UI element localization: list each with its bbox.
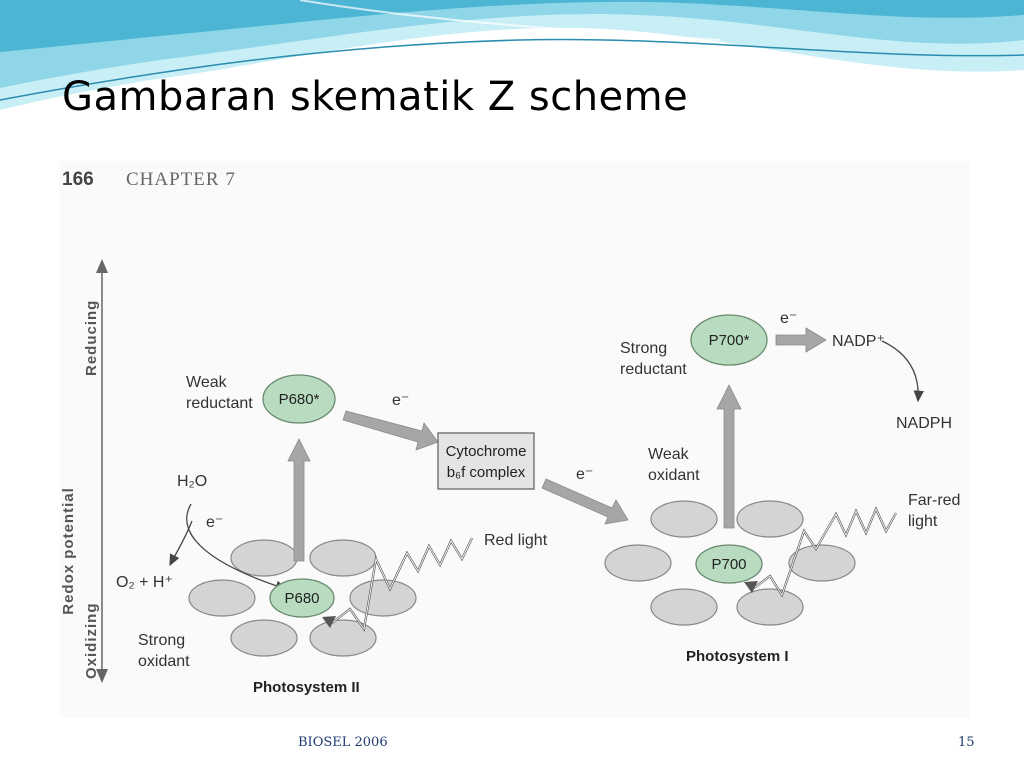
- p680-label: P680: [284, 590, 319, 607]
- p680-node: P680: [269, 578, 335, 618]
- photosystem-i-label: Photosystem I: [686, 648, 789, 665]
- nadp-reduction-arrow: [881, 340, 924, 403]
- weak-oxidant-label-line2: oxidant: [648, 467, 700, 484]
- electron-label-ps2: e⁻: [392, 392, 409, 409]
- ps1-excitation-arrow: [716, 384, 742, 529]
- nadp-label: NADP⁺: [832, 333, 885, 350]
- z-scheme-figure: 166 CHAPTER 7 Reducing Redox potential O…: [60, 161, 970, 718]
- oxygen-label: O₂ + H⁺: [116, 574, 173, 591]
- water-oxidation-arrow: [186, 503, 288, 591]
- cytochrome-label-line2: b₆f complex: [447, 464, 526, 481]
- photosystem-i-discs: [604, 500, 856, 626]
- strong-oxidant-label-line2: oxidant: [138, 653, 190, 670]
- p680-star-label: P680*: [279, 391, 320, 408]
- chapter-number: 166: [62, 169, 94, 190]
- cytochrome-to-p700-arrow: [541, 478, 629, 525]
- nadph-label: NADPH: [896, 415, 952, 432]
- strong-oxidant-label-line1: Strong: [138, 632, 185, 649]
- axis-top-label: Reducing: [83, 300, 100, 376]
- header-wave-decoration: [0, 0, 1024, 110]
- photosystem-ii-discs: [188, 539, 417, 657]
- o2-release-arrow: [169, 520, 193, 567]
- slide-title: Gambaran skematik Z scheme: [62, 74, 689, 120]
- photosystem-ii-label: Photosystem II: [253, 679, 360, 696]
- far-red-light-zigzag-highlight: [753, 507, 897, 597]
- cytochrome-box: Cytochrome b₆f complex: [437, 432, 535, 490]
- redox-axis: Reducing Redox potential Oxidizing: [60, 259, 108, 683]
- page-number: 15: [958, 735, 975, 750]
- weak-oxidant-label-line1: Weak: [648, 446, 690, 463]
- electron-label-ps1: e⁻: [780, 310, 797, 327]
- red-light-arrowhead: [322, 616, 336, 628]
- p700-star-label: P700*: [709, 332, 750, 349]
- water-label: H₂O: [177, 473, 207, 490]
- p700-node: P700: [695, 544, 763, 584]
- p700-label: P700: [711, 556, 746, 573]
- p680-to-cytochrome-arrow: [342, 410, 439, 451]
- axis-bottom-label: Oxidizing: [83, 603, 100, 680]
- far-red-light-label-line1: Far-red: [908, 492, 960, 509]
- chapter-title: CHAPTER 7: [126, 169, 236, 190]
- electron-label-water: e⁻: [206, 514, 223, 531]
- red-light-zigzag-highlight: [331, 537, 473, 631]
- p700-star-node: P700*: [690, 314, 768, 366]
- far-red-light-arrowhead: [744, 581, 758, 593]
- electron-label-cytochrome: e⁻: [576, 466, 593, 483]
- p700-to-nadp-arrow: [775, 327, 827, 353]
- red-light-label: Red light: [484, 532, 548, 549]
- p680-star-node: P680*: [262, 374, 336, 424]
- strong-reductant-label-line1: Strong: [620, 340, 667, 357]
- cytochrome-label-line1: Cytochrome: [446, 443, 527, 460]
- weak-reductant-label-line1: Weak: [186, 374, 228, 391]
- axis-label: Redox potential: [60, 487, 77, 615]
- ps2-excitation-arrow: [287, 438, 311, 562]
- z-scheme-diagram: 166 CHAPTER 7 Reducing Redox potential O…: [60, 169, 960, 696]
- far-red-light-label-line2: light: [908, 513, 938, 530]
- weak-reductant-label-line2: reductant: [186, 395, 253, 412]
- footer-text: BIOSEL 2006: [298, 735, 388, 750]
- strong-reductant-label-line2: reductant: [620, 361, 687, 378]
